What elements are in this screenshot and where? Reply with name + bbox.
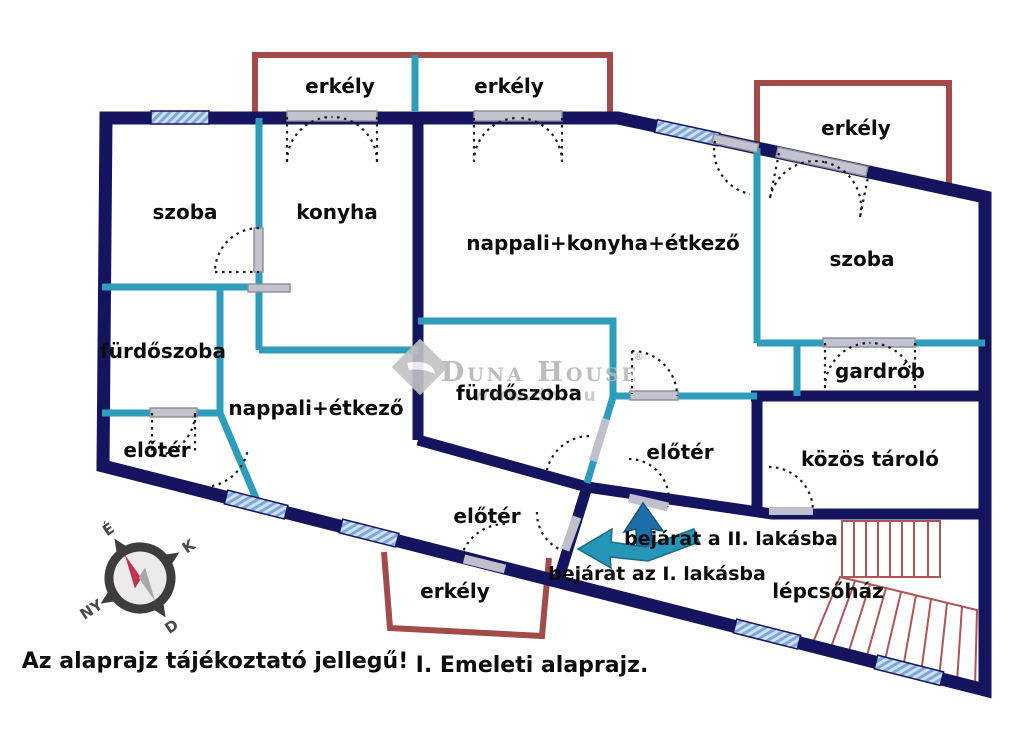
- door-leaf-entrance2: [627, 493, 670, 512]
- label-lepcsohaz: lépcsőház: [772, 579, 884, 603]
- compass-rose: É K D NY: [77, 518, 200, 638]
- door-arc-eloter2: [630, 349, 679, 397]
- window-top-slant: [653, 118, 721, 147]
- watermark-url: www.dh.hu: [472, 386, 597, 406]
- entrance-arrows: [576, 501, 700, 570]
- door-leaf-corridor: [247, 283, 291, 293]
- door-leaf-szoba2-balcony: [775, 146, 869, 178]
- door-leaf-eloter2: [629, 390, 679, 401]
- staircase: [810, 520, 979, 689]
- door-arc-bathroom1: [150, 412, 197, 458]
- balcony-top-right-outline: [754, 80, 952, 189]
- compass-label-south: D: [161, 616, 181, 638]
- compass-needle-north: [124, 554, 142, 589]
- label-balcony-bottom: erkély: [420, 579, 490, 603]
- label-eloter-right: előtér: [646, 440, 713, 464]
- label-entrance-apartment-1: bejárat az I. lakásba: [548, 563, 766, 585]
- stair-upper-treads: [853, 521, 929, 577]
- label-konyha: konyha: [296, 200, 378, 224]
- door-leaf-entrance1: [560, 515, 582, 552]
- wall-bathroom2-bottom: [416, 434, 589, 493]
- wall-eloter1-slant: [216, 411, 262, 505]
- balcony-top-outline: [252, 52, 613, 115]
- compass-label-north: É: [99, 518, 118, 540]
- door-arc-konyha-balcony: [285, 115, 379, 163]
- door-arc-bathroom2: [545, 434, 590, 471]
- label-gardrob: gardrób: [835, 359, 925, 383]
- compass-label-west: NY: [77, 595, 107, 623]
- door-arc-szoba2-balcony: [768, 152, 871, 218]
- compass-label-east: K: [179, 535, 200, 557]
- label-kozos-tarolo: közös tároló: [801, 447, 939, 471]
- room-labels: erkély erkély erkély szoba konyha nappal…: [100, 74, 939, 603]
- door-leaf-balcony-bottom: [462, 554, 507, 574]
- label-furdoszoba-left: fürdőszoba: [100, 339, 226, 363]
- label-nappali-etkezo: nappali+étkező: [228, 396, 403, 420]
- door-leaf-nappali-terrace: [711, 133, 760, 154]
- stair-lower-treads: [829, 580, 963, 683]
- label-balcony-top-right: erkély: [821, 116, 891, 140]
- window-bottom-left-2: [338, 518, 400, 548]
- window-szoba1: [150, 110, 210, 125]
- label-szoba-left: szoba: [152, 200, 217, 224]
- floor-title: I. Emeleti alaprajz.: [416, 653, 649, 678]
- window-stair-2: [873, 654, 945, 687]
- label-eloter-bottom: előtér: [453, 504, 520, 528]
- label-entrance-apartment-2: bejárat a II. lakásba: [624, 528, 838, 550]
- door-arc-nappali-terrace: [713, 140, 751, 196]
- label-eloter-left: előtér: [123, 438, 190, 462]
- door-arc-nappali-balcony: [472, 116, 564, 163]
- window-bottom-left-1: [223, 489, 289, 520]
- door-leaf-bathroom1: [149, 407, 198, 418]
- watermark-brand: Duna House: [441, 357, 639, 388]
- door-leaf-bathroom2: [589, 417, 610, 463]
- label-szoba-right: szoba: [829, 247, 894, 271]
- window-stair-1: [732, 618, 802, 650]
- door-leaf-szoba1: [253, 227, 264, 273]
- partition-walls: [102, 118, 985, 505]
- label-balcony-top-left: erkély: [305, 74, 375, 98]
- door-arc-gardrob: [823, 341, 917, 389]
- arrow-entrance-1: [576, 527, 700, 570]
- label-furdoszoba-center: fürdőszoba: [456, 381, 582, 405]
- door-arc-balcony-bottom: [458, 522, 506, 562]
- door-arc-entrance1: [535, 511, 565, 553]
- door-arc-szoba1: [213, 226, 260, 274]
- balcony-outlines: [252, 52, 952, 640]
- door-leaf-nappali-balcony: [473, 110, 563, 122]
- watermark-registered-mark: ®: [633, 350, 644, 363]
- balcony-bottom-outline: [381, 551, 552, 640]
- label-balcony-top-center: erkély: [474, 74, 544, 98]
- disclaimer-text: Az alaprajz tájékoztató jellegű!: [22, 649, 409, 674]
- door-arcs: [150, 115, 917, 562]
- door-arc-storage: [768, 465, 815, 512]
- compass-needle-south: [138, 567, 156, 602]
- door-arc-entrance2: [628, 457, 670, 508]
- door-leaf-gardrob: [822, 337, 916, 348]
- wall-bathroom2-top-right: [418, 317, 617, 397]
- label-nappali-konyha-etkezo: nappali+konyha+étkező: [466, 231, 739, 255]
- annotations: bejárat a II. lakásba bejárat az I. laká…: [22, 528, 838, 678]
